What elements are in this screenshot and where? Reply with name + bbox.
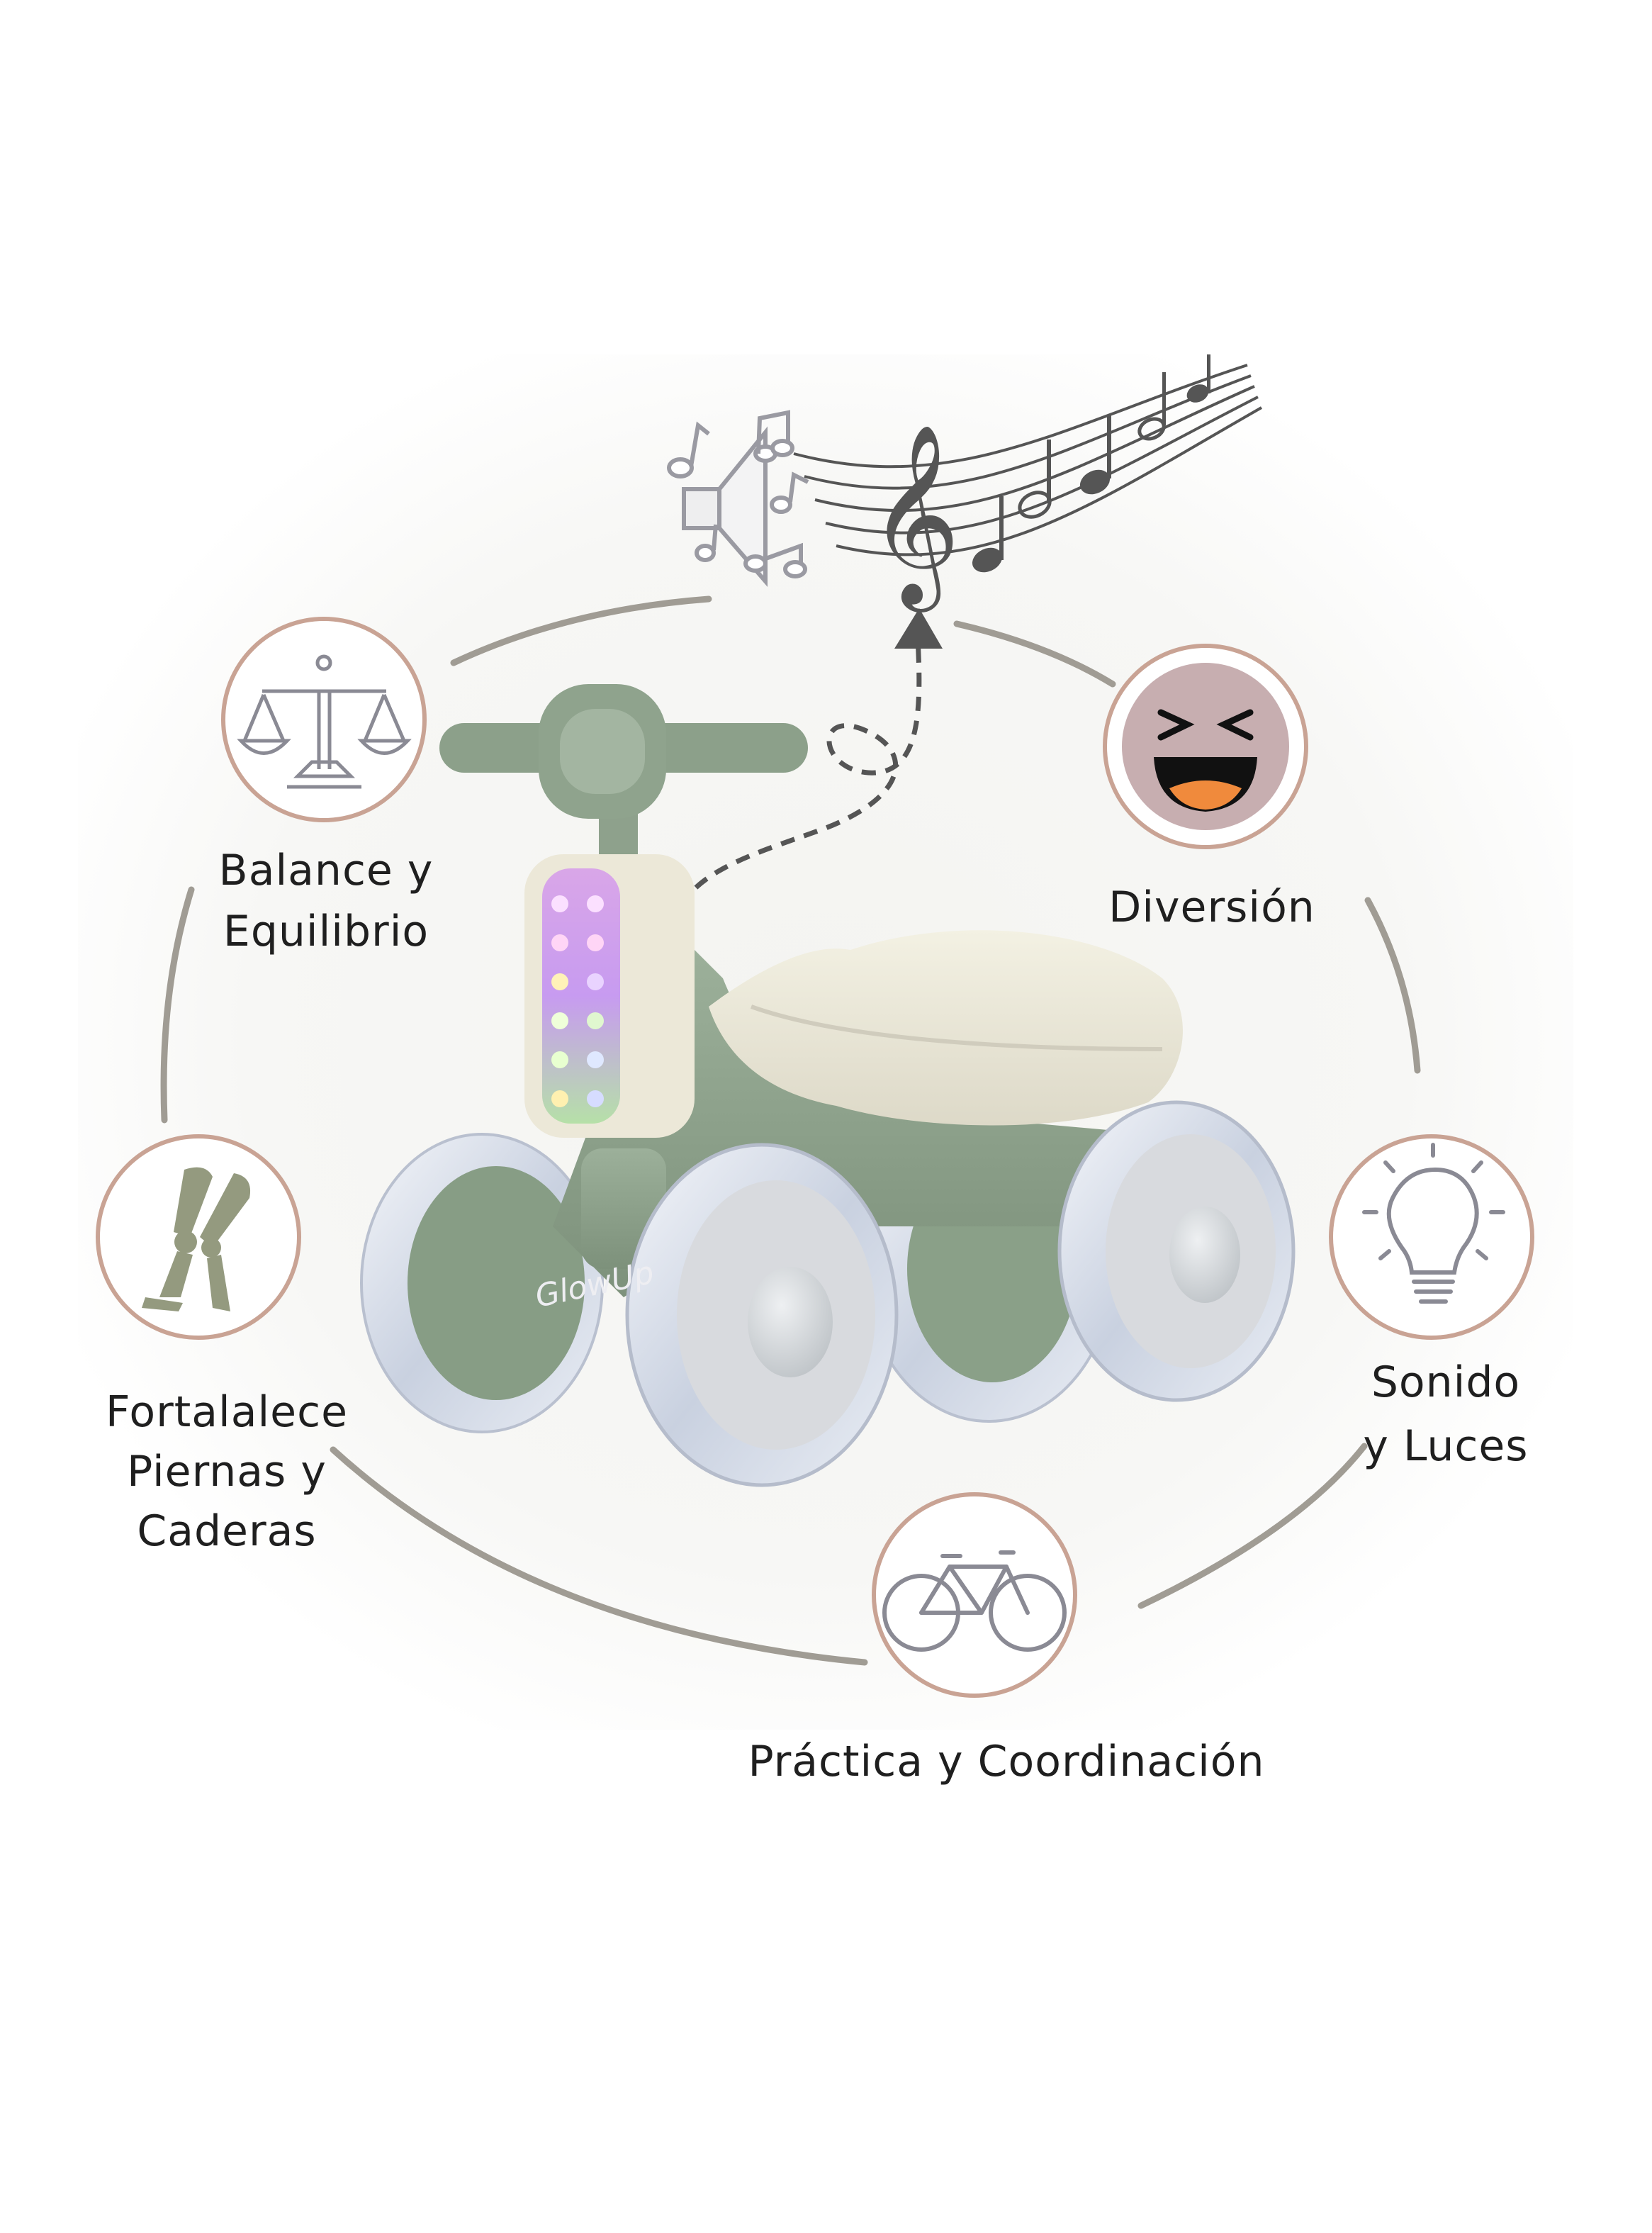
label-balance-line1: Balance y [218,846,434,895]
label-sound-line1: Sonido [1371,1358,1521,1407]
label-legs-line3: Caderas [137,1506,317,1556]
music-notes-icon: 𝄞 [868,354,1210,612]
label-fun-text: Diversión [1108,883,1315,932]
arc-right [1364,897,1421,1074]
label-legs: Fortalalece Piernas y Caderas [85,1382,369,1561]
label-balance: Balance y Equilibrio [177,840,475,962]
sound-path-arrow [672,637,922,954]
label-sound: Sonido y Luces [1318,1350,1573,1478]
arrow-head-icon [894,608,943,649]
feature-circle-legs [96,1134,301,1340]
balance-scale-icon [237,654,412,789]
arc-bottom-left [330,1446,868,1666]
arc-top-left [450,595,712,666]
arc-top-right [953,620,1116,688]
led-lights [551,895,604,1107]
label-fun: Diversión [1070,877,1354,938]
speaker-icon [667,410,809,588]
label-legs-line1: Fortalalece [106,1387,348,1437]
label-practice-text: Práctica y Coordinación [748,1737,1265,1786]
laughing-face-icon [1122,663,1289,830]
arc-left [160,886,195,1124]
arc-bottom-right [1137,1443,1368,1609]
music-staff [793,364,1262,556]
label-legs-line2: Piernas y [127,1447,327,1496]
light-bulb-icon [1362,1143,1505,1304]
label-balance-line2: Equilibrio [223,907,429,956]
feature-circle-balance [221,617,427,822]
balance-bike-image [360,684,1296,1487]
bicycle-icon [882,1550,1067,1652]
feature-circle-sound [1329,1134,1534,1340]
svg-text:𝄞: 𝄞 [868,422,960,612]
feature-circle-practice [872,1492,1077,1698]
label-practice: Práctica y Coordinación [737,1731,1276,1792]
circle-arcs [160,595,1421,1666]
feature-circle-fun [1103,644,1308,849]
legs-icon [142,1167,251,1311]
label-sound-line2: y Luces [1363,1421,1529,1471]
